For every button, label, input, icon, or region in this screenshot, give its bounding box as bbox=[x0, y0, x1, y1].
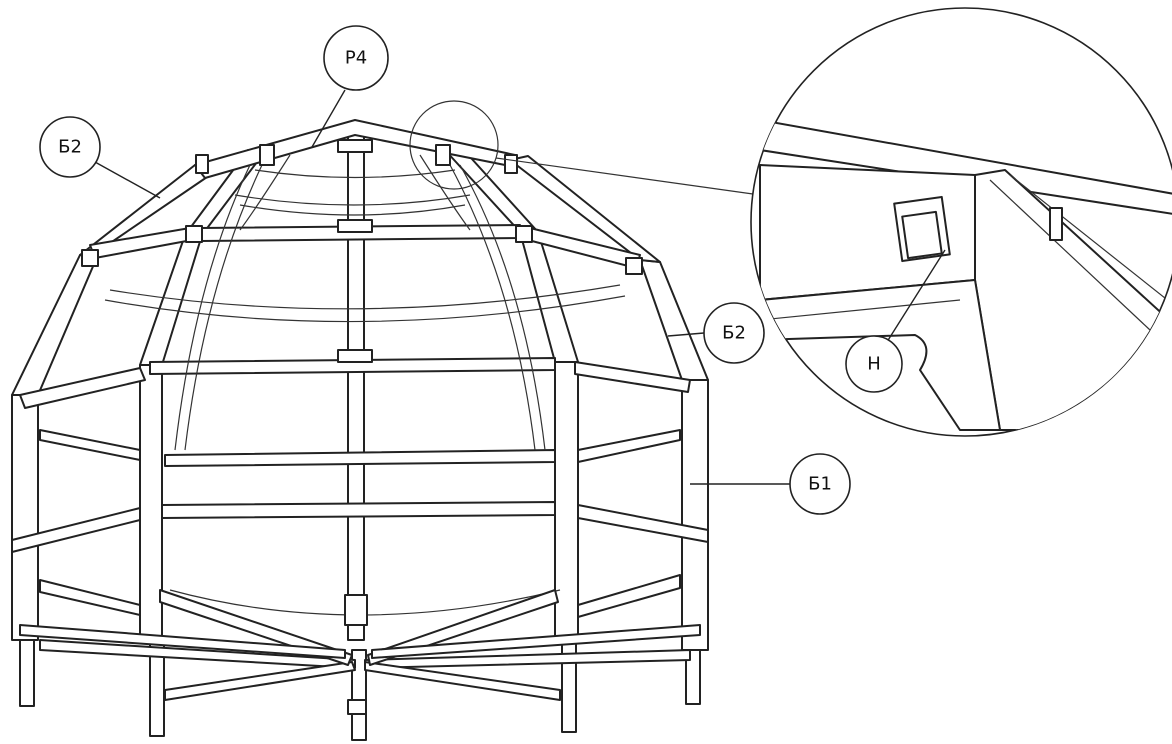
leader-n bbox=[884, 249, 946, 346]
connector-brackets bbox=[81, 139, 643, 363]
callout-b2-left: Б2 bbox=[39, 116, 101, 178]
dome-frame bbox=[11, 119, 709, 741]
callout-n-label: Н bbox=[867, 354, 881, 375]
callout-b1-label: Б1 bbox=[808, 474, 832, 495]
callout-leaders bbox=[94, 89, 790, 485]
callout-b1: Б1 bbox=[789, 453, 851, 515]
leader-b2-right bbox=[667, 332, 705, 337]
callout-p4-label: Р4 bbox=[345, 48, 367, 69]
detail-connector-line bbox=[495, 157, 761, 196]
callout-b2-left-label: Б2 bbox=[58, 137, 82, 158]
callout-n: Н bbox=[845, 335, 903, 393]
inner-ribs bbox=[174, 154, 546, 451]
leader-p4 bbox=[311, 89, 346, 148]
callout-p4: Р4 bbox=[323, 25, 389, 91]
ring-beams bbox=[11, 224, 709, 618]
base-spokes bbox=[19, 589, 701, 715]
vertical-posts bbox=[11, 129, 709, 651]
callout-b2-right-label: Б2 bbox=[722, 323, 746, 344]
callout-b2-right: Б2 bbox=[703, 302, 765, 364]
leader-b2-left bbox=[94, 161, 161, 199]
detail-source-circle bbox=[409, 100, 499, 190]
